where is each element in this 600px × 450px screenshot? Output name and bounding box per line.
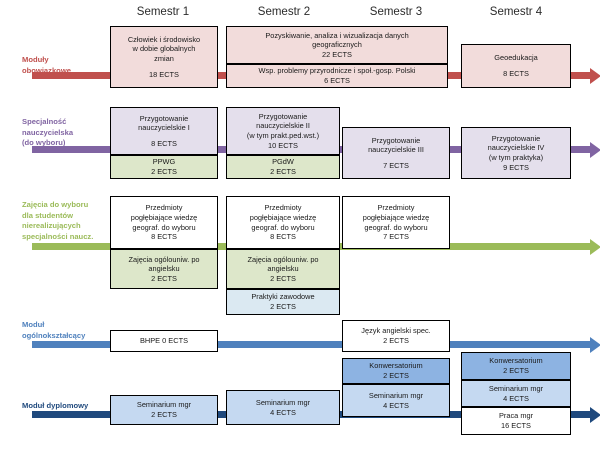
course-title: Człowiek i środowisko w dobie globalnych… <box>127 34 201 63</box>
course-title: Przygotowanie nauczycielskie I <box>138 113 190 133</box>
course-ects: 8 ECTS <box>151 138 177 148</box>
course-title: Seminarium mgr <box>255 397 311 407</box>
row-label-obowiazkowe: Moduły obowiązkowe <box>22 55 71 75</box>
course-ects: 8 ECTS <box>270 232 296 242</box>
course-ects: 2 ECTS <box>151 167 177 176</box>
course-box-pozyskiwanie-analiza-wizualizacja[interactable]: Pozyskiwanie, analiza i wizualizacja dan… <box>226 26 448 64</box>
course-title: Przedmioty pogłębiające wiedzę geograf. … <box>249 203 317 232</box>
axis-ogolnoksztalcacy-shaft <box>32 341 590 348</box>
course-title: Konwersatorium <box>369 361 423 371</box>
course-ects: 4 ECTS <box>503 393 529 403</box>
course-box-przygotowanie-nauczycielskie-ii[interactable]: Przygotowanie nauczycielskie II (w tym p… <box>226 107 340 155</box>
semester-header-2: Semestr 2 <box>257 6 311 18</box>
course-box-przedmioty-poglebiajace-s3[interactable]: Przedmioty pogłębiające wiedzę geograf. … <box>342 196 450 249</box>
course-ects: 2 ECTS <box>270 302 296 311</box>
course-title: BHPE 0 ECTS <box>139 336 189 346</box>
course-ects: 2 ECTS <box>151 273 177 283</box>
course-title: Zajęcia ogólouniw. po angielsku <box>128 254 200 274</box>
course-ects: 7 ECTS <box>383 232 409 242</box>
row-label-ogolnoksztalcacy: Moduł ogólnokształcący <box>22 320 86 340</box>
axis-ogolnoksztalcacy-arrow-head-icon <box>590 336 600 353</box>
course-ects: 2 ECTS <box>151 410 177 419</box>
course-title: Przygotowanie nauczycielskie IV (w tym p… <box>487 133 545 162</box>
course-title: Geoedukacja <box>494 53 538 63</box>
semester-header-4: Semestr 4 <box>489 6 543 18</box>
course-box-bhpe[interactable]: BHPE 0 ECTS <box>110 330 218 352</box>
course-box-przedmioty-poglebiajace-s1[interactable]: Przedmioty pogłębiające wiedzę geograf. … <box>110 196 218 249</box>
course-title: Praca mgr <box>498 411 534 421</box>
course-ects: 7 ECTS <box>383 160 409 170</box>
course-ects: 4 ECTS <box>383 400 409 410</box>
course-box-przedmioty-poglebiajace-s2[interactable]: Przedmioty pogłębiające wiedzę geograf. … <box>226 196 340 249</box>
course-title: Konwersatorium <box>489 356 543 366</box>
axis-do-wyboru-arrow-head-icon <box>590 238 600 255</box>
course-title: Seminarium mgr <box>136 400 192 410</box>
course-ects: 2 ECTS <box>270 167 296 176</box>
course-title: Zajęcia ogólouniw. po angielsku <box>247 254 319 274</box>
course-title: PPWG <box>152 157 176 167</box>
row-label-dyplomowy: Moduł dyplomowy <box>22 401 89 410</box>
course-title: Przygotowanie nauczycielskie III <box>368 135 424 155</box>
course-title: Pozyskiwanie, analiza i wizualizacja dan… <box>265 30 409 50</box>
course-ects: 8 ECTS <box>151 232 177 242</box>
course-ects: 22 ECTS <box>322 49 352 59</box>
semester-header-1: Semestr 1 <box>136 6 190 18</box>
course-box-wsp-problemy-przyrodnicze[interactable]: Wsp. problemy przyrodnicze i społ.-gosp.… <box>226 64 448 88</box>
course-ects: 2 ECTS <box>383 371 409 380</box>
course-title: Seminarium mgr <box>488 383 544 393</box>
course-ects: 2 ECTS <box>503 366 529 375</box>
course-title: Praktyki zawodowe <box>251 292 315 302</box>
axis-nauczycielska-arrow-head-icon <box>590 141 600 158</box>
course-ects: 8 ECTS <box>503 69 529 78</box>
row-label-do-wyboru: Zajęcia do wyboru dla studentów niereali… <box>22 200 94 241</box>
axis-ogolnoksztalcacy <box>32 336 600 353</box>
semester-header-3: Semestr 3 <box>369 6 423 18</box>
course-ects: 10 ECTS <box>268 140 298 150</box>
course-ects: 16 ECTS <box>501 421 531 430</box>
course-box-geoedukacja[interactable]: Geoedukacja 8 ECTS <box>461 44 571 88</box>
row-label-nauczycielska: Specjalność nauczycielska (do wyboru) <box>22 117 74 147</box>
course-box-przygotowanie-nauczycielskie-iii[interactable]: Przygotowanie nauczycielskie III 7 ECTS <box>342 127 450 179</box>
course-box-czlowiek-i-srodowisko[interactable]: Człowiek i środowisko w dobie globalnych… <box>110 26 218 88</box>
course-title: Seminarium mgr <box>368 390 424 400</box>
course-box-przygotowanie-nauczycielskie-i[interactable]: Przygotowanie nauczycielskie I 8 ECTS <box>110 107 218 155</box>
course-title: Wsp. problemy przyrodnicze i społ.-gosp.… <box>258 66 416 76</box>
course-title: Język angielski spec. <box>361 326 431 336</box>
course-title: PGdW <box>272 157 294 167</box>
course-ects: 2 ECTS <box>383 336 409 345</box>
course-ects: 18 ECTS <box>149 69 179 79</box>
axis-dyplomowy-arrow-head-icon <box>590 406 600 423</box>
course-ects: 2 ECTS <box>270 273 296 283</box>
course-title: Przedmioty pogłębiające wiedzę geograf. … <box>130 203 198 232</box>
axis-obowiazkowe-arrow-head-icon <box>590 67 600 84</box>
course-ects: 4 ECTS <box>270 407 296 417</box>
course-ects: 9 ECTS <box>503 162 529 172</box>
course-ects: 6 ECTS <box>324 76 350 85</box>
course-box-przygotowanie-nauczycielskie-iv[interactable]: Przygotowanie nauczycielskie IV (w tym p… <box>461 127 571 179</box>
course-box-jezyk-angielski-spec[interactable]: Język angielski spec.2 ECTS <box>342 320 450 352</box>
course-title: Przygotowanie nauczycielskie II (w tym p… <box>246 111 320 140</box>
course-title: Przedmioty pogłębiające wiedzę geograf. … <box>362 203 430 232</box>
